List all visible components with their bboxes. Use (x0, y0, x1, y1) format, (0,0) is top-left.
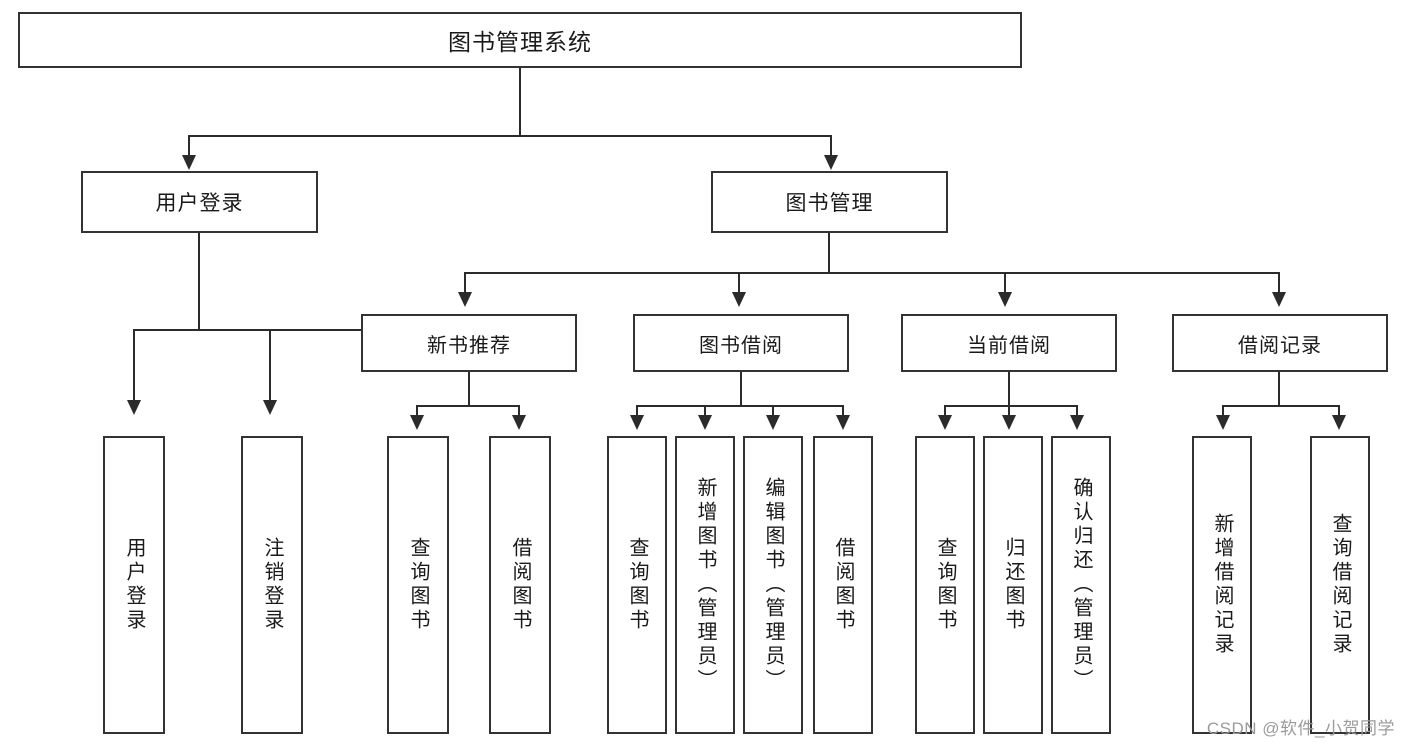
node-label: 确认归还（管理员） (1070, 477, 1092, 693)
leaf-borrow-record-add-record[interactable]: 新增借阅记录 (1192, 436, 1252, 734)
node-root-library-management-system[interactable]: 图书管理系统 (18, 12, 1022, 68)
arrow-icon-bb-leaf-1 (630, 415, 644, 430)
connector-bb-stem (740, 372, 742, 406)
node-label: 编辑图书（管理员） (762, 477, 784, 693)
arrow-icon-bb-leaf-3 (766, 415, 780, 430)
connector-nbr-stem (468, 372, 470, 406)
node-label: 新增借阅记录 (1211, 513, 1233, 657)
connector-cb-stem (1008, 372, 1010, 406)
node-label: 借阅记录 (1238, 334, 1322, 357)
node-label: 新增图书（管理员） (694, 477, 716, 693)
arrow-icon-to-book-management (824, 155, 838, 170)
connector-book-management-bus (464, 272, 1280, 274)
connector-user-login-drop-1 (133, 329, 135, 402)
leaf-book-borrow-edit-book-admin[interactable]: 编辑图书（管理员） (743, 436, 803, 734)
leaf-new-book-query-book[interactable]: 查询图书 (387, 436, 449, 734)
connector-bb-bus (636, 405, 844, 407)
arrow-icon-to-borrow-record (1272, 292, 1286, 307)
connector-bb-drop-3 (772, 405, 774, 417)
node-label: 查询图书 (934, 537, 956, 633)
arrow-icon-cb-leaf-3 (1070, 415, 1084, 430)
connector-br-drop-2 (1338, 405, 1340, 417)
node-new-book-recommend[interactable]: 新书推荐 (361, 314, 577, 372)
connector-bm-drop-4 (1278, 272, 1280, 294)
leaf-current-borrow-query-book[interactable]: 查询图书 (915, 436, 975, 734)
arrow-icon-br-leaf-1 (1216, 415, 1230, 430)
arrow-icon-nbr-leaf-1 (410, 415, 424, 430)
node-label: 新书推荐 (427, 334, 511, 357)
leaf-current-borrow-confirm-return-admin[interactable]: 确认归还（管理员） (1051, 436, 1111, 734)
arrow-icon-cb-leaf-1 (938, 415, 952, 430)
arrow-icon-br-leaf-2 (1332, 415, 1346, 430)
node-label: 图书管理系统 (448, 29, 592, 55)
arrow-icon-bb-leaf-2 (698, 415, 712, 430)
connector-cb-bus (944, 405, 1078, 407)
connector-root-drop-2 (830, 135, 832, 158)
arrow-icon-to-new-book-recommend (458, 292, 472, 307)
arrow-icon-bb-leaf-4 (836, 415, 850, 430)
node-label: 图书借阅 (699, 334, 783, 357)
node-label: 图书管理 (785, 192, 874, 215)
connector-bb-drop-1 (636, 405, 638, 417)
node-user-login[interactable]: 用户登录 (81, 171, 318, 233)
connector-bb-drop-2 (704, 405, 706, 417)
leaf-book-borrow-query-book[interactable]: 查询图书 (607, 436, 667, 734)
arrow-icon-to-user-login (182, 155, 196, 170)
connector-cb-drop-3 (1076, 405, 1078, 417)
node-book-borrow[interactable]: 图书借阅 (633, 314, 849, 372)
connector-root-drop-1 (188, 135, 190, 158)
arrow-icon-user-login-leaf-2 (263, 400, 277, 415)
node-label: 用户登录 (123, 537, 145, 633)
leaf-user-login-logout[interactable]: 注销登录 (241, 436, 303, 734)
node-label: 借阅图书 (832, 537, 854, 633)
arrow-icon-nbr-leaf-2 (512, 415, 526, 430)
connector-root-bus (188, 135, 832, 137)
connector-bm-drop-2 (738, 272, 740, 294)
connector-user-login-bus (133, 329, 399, 331)
leaf-book-borrow-add-book-admin[interactable]: 新增图书（管理员） (675, 436, 735, 734)
arrow-icon-cb-leaf-2 (1002, 415, 1016, 430)
leaf-current-borrow-return-book[interactable]: 归还图书 (983, 436, 1043, 734)
leaf-user-login-login[interactable]: 用户登录 (103, 436, 165, 734)
leaf-borrow-record-query-record[interactable]: 查询借阅记录 (1310, 436, 1370, 734)
connector-bm-drop-3 (1004, 272, 1006, 294)
connector-br-drop-1 (1222, 405, 1224, 417)
leaf-new-book-borrow-book[interactable]: 借阅图书 (489, 436, 551, 734)
connector-nbr-drop-2 (518, 405, 520, 417)
connector-user-login-stem (198, 233, 200, 330)
node-label: 归还图书 (1002, 537, 1024, 633)
connector-br-stem (1278, 372, 1280, 406)
arrow-icon-user-login-leaf-1 (127, 400, 141, 415)
node-label: 借阅图书 (509, 537, 531, 633)
leaf-book-borrow-borrow-book[interactable]: 借阅图书 (813, 436, 873, 734)
node-label: 查询图书 (626, 537, 648, 633)
node-current-borrow[interactable]: 当前借阅 (901, 314, 1117, 372)
connector-bb-drop-4 (842, 405, 844, 417)
node-book-management[interactable]: 图书管理 (711, 171, 948, 233)
node-label: 查询图书 (407, 537, 429, 633)
node-label: 查询借阅记录 (1329, 513, 1351, 657)
connector-user-login-drop-2 (269, 329, 271, 402)
node-label: 用户登录 (155, 192, 244, 215)
arrow-icon-to-current-borrow (998, 292, 1012, 307)
arrow-icon-to-book-borrow (732, 292, 746, 307)
connector-root-stem (519, 68, 521, 136)
node-label: 注销登录 (261, 537, 283, 633)
node-borrow-record[interactable]: 借阅记录 (1172, 314, 1388, 372)
node-label: 当前借阅 (967, 334, 1051, 357)
connector-bm-drop-1 (464, 272, 466, 294)
connector-book-management-stem (828, 233, 830, 273)
connector-cb-drop-2 (1008, 405, 1010, 417)
connector-cb-drop-1 (944, 405, 946, 417)
connector-nbr-bus (416, 405, 520, 407)
connector-nbr-drop-1 (416, 405, 418, 417)
connector-br-bus (1222, 405, 1340, 407)
